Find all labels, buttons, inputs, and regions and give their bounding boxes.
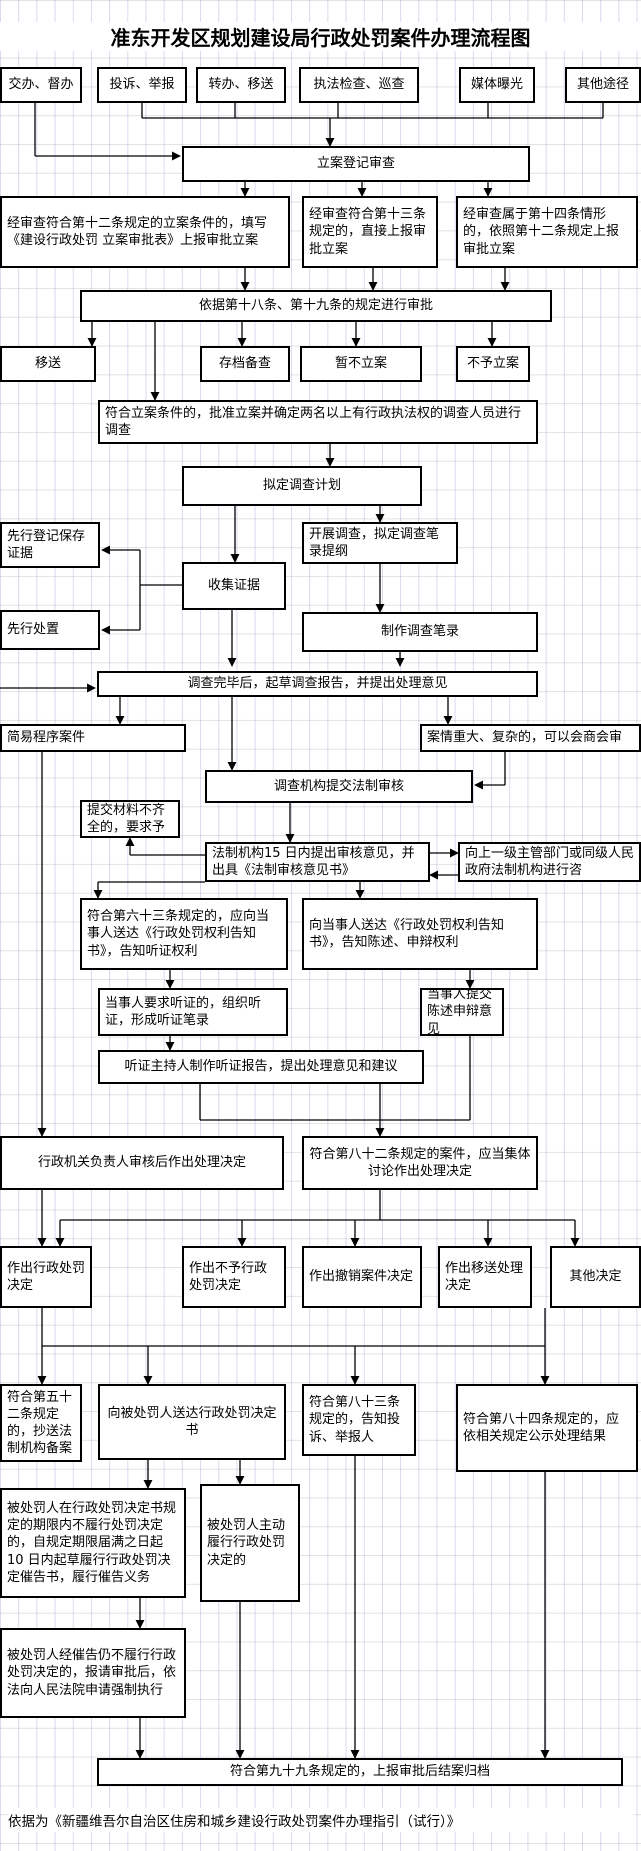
make-record-box: 制作调查笔录 [302, 612, 538, 652]
collect-evidence-box: 收集证据 [182, 562, 286, 610]
source-inspection-box: 执法检查、巡查 [299, 67, 419, 103]
page-title: 准东开发区规划建设局行政处罚案件办理流程图 [0, 22, 641, 51]
register-box: 立案登记审查 [182, 146, 530, 182]
voluntary-performance-box: 被处罚人主动履行行政处罚决定的 [200, 1484, 300, 1602]
source-complaint-box: 投诉、举报 [97, 67, 187, 103]
source-transfer-box: 转办、移送 [196, 67, 286, 103]
decision-other-box: 其他决定 [550, 1246, 641, 1308]
source-other-box: 其他途径 [565, 67, 641, 103]
hearing-box: 当事人要求听证的，组织听证，形成听证笔录 [98, 988, 288, 1036]
decision-revoke-box: 作出撤销案件决定 [302, 1246, 422, 1308]
collective-decision-box: 符合第八十二条规定的案件，应当集体讨论作出处理决定 [302, 1136, 538, 1190]
complex-case-box: 案情重大、复杂的，可以会商会审 [420, 724, 641, 752]
legal-opinion-box: 法制机构15 日内提出审核意见，并出具《法制审核意见书》 [205, 842, 430, 882]
review-art14-box: 经审查属于第十四条情形的，依照第十二条规定上报审批立案 [456, 196, 638, 268]
review-art13-box: 经审查符合第十三条规定的，直接上报审批立案 [302, 196, 438, 268]
hearing-report-box: 听证主持人制作听证报告，提出处理意见和建议 [98, 1050, 424, 1084]
decision-no-penalty-box: 作出不予行政处罚决定 [182, 1246, 286, 1308]
report-box: 调查完毕后，起草调查报告，并提出处理意见 [97, 671, 538, 697]
source-media-box: 媒体曝光 [459, 67, 535, 103]
overdue-reminder-box: 被处罚人在行政处罚决定书规定的期限内不履行处罚决定的，自规定期限届满之日起 10… [0, 1488, 186, 1598]
hearing-notice-box: 符合第六十三条规定的，应向当事人送达《行政处罚权利告知书》，告知听证权利 [80, 898, 288, 970]
decision-penalty-box: 作出行政处罚决定 [0, 1246, 92, 1308]
outcome-defer-box: 暂不立案 [300, 346, 422, 382]
start-investigation-box: 开展调查，拟定调查笔录提纲 [302, 522, 458, 564]
statement-box: 当事人提交陈述申辩意见 [420, 988, 504, 1036]
source-assign-box: 交办、督办 [0, 67, 82, 103]
preserve-evidence-box: 先行登记保存证据 [0, 522, 100, 568]
legal-review-box: 调查机构提交法制审核 [205, 770, 473, 803]
outcome-archive-box: 存档备查 [200, 346, 290, 382]
close-archive-box: 符合第九十九条规定的，上报审批后结案归档 [97, 1758, 623, 1786]
simple-procedure-box: 简易程序案件 [0, 724, 186, 752]
outcome-transfer-box: 移送 [0, 346, 96, 382]
incomplete-materials-box: 提交材料不齐全的，要求予 [80, 800, 180, 838]
copy-legal-box: 符合第五十二条规定的，抄送法制机构备案 [0, 1384, 82, 1462]
defense-notice-box: 向当事人送达《行政处罚权利告知书》，告知陈述、申辩权利 [302, 898, 538, 970]
dispose-first-box: 先行处置 [0, 610, 100, 650]
plan-box: 拟定调查计划 [182, 466, 422, 506]
deliver-decision-box: 向被处罚人送达行政处罚决定书 [98, 1384, 286, 1460]
review-art12-box: 经审查符合第十二条规定的立案条件的，填写《建设行政处罚 立案审批表》上报审批立案 [0, 196, 290, 268]
inform-complainant-box: 符合第八十三条规定的，告知投诉、举报人 [302, 1384, 416, 1456]
outcome-reject-box: 不予立案 [456, 346, 530, 382]
superior-consult-box: 向上一级主管部门或同级人民政府法制机构进行咨 [458, 842, 641, 882]
approve-basis-box: 依据第十八条、第十九条的规定进行审批 [80, 290, 552, 322]
approved-box: 符合立案条件的，批准立案并确定两名以上有行政执法权的调查人员进行调查 [98, 400, 538, 444]
decision-transfer-box: 作出移送处理决定 [438, 1246, 532, 1308]
publicize-result-box: 符合第八十四条规定的，应依相关规定公示处理结果 [456, 1384, 638, 1472]
footer-basis: 依据为《新疆维吾尔自治区住房和城乡建设行政处罚案件办理指引（试行）》 [8, 1808, 633, 1832]
decide-box: 行政机关负责人审核后作出处理决定 [0, 1136, 284, 1190]
enforce-box: 被处罚人经催告仍不履行行政处罚决定的，报请审批后，依法向人民法院申请强制执行 [0, 1628, 186, 1718]
